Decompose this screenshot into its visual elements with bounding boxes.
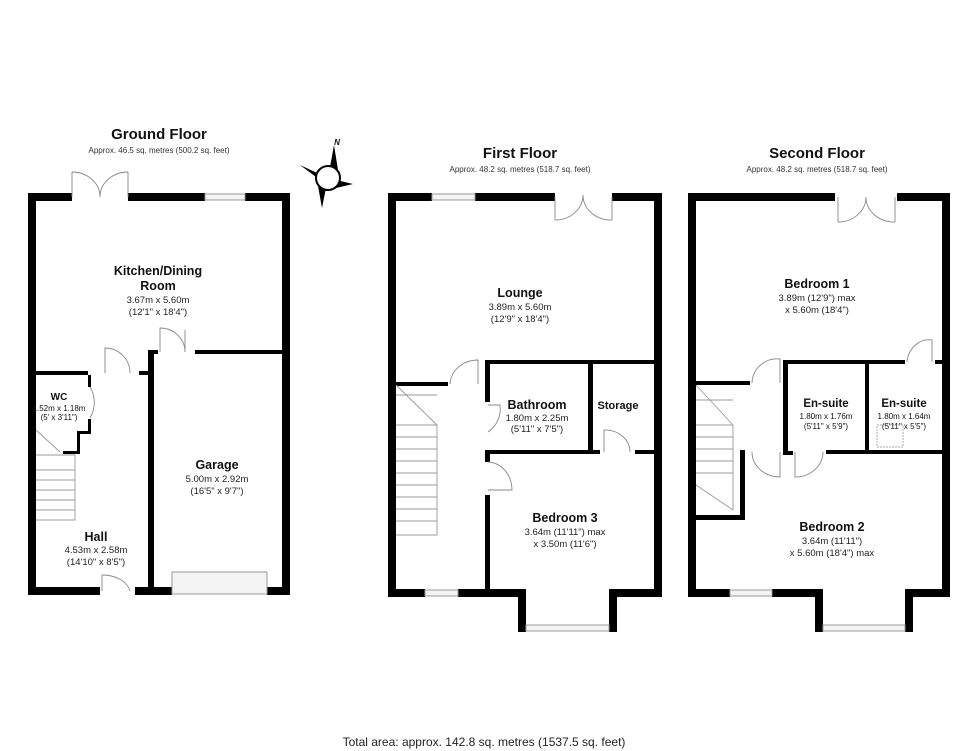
room-dimensions: (16'5" x 9'7") bbox=[190, 486, 243, 497]
room-name: Bedroom 2 bbox=[799, 520, 864, 534]
room-dimensions: (5'11" x 5'5") bbox=[882, 422, 926, 431]
compass-north-label: N bbox=[334, 138, 340, 147]
room-name: Room bbox=[140, 279, 175, 293]
room-dimensions: x 5.60m (18'4") max bbox=[790, 548, 875, 559]
front-door bbox=[101, 574, 131, 592]
room-name: Garage bbox=[195, 458, 238, 472]
garage-door bbox=[171, 571, 268, 595]
room-name: En-suite bbox=[803, 398, 848, 410]
ensuite-door bbox=[794, 451, 824, 478]
ground-floor: Ground Floor Approx. 46.5 sq. metres (50… bbox=[28, 126, 290, 595]
room-dimensions: 4.53m x 2.58m bbox=[65, 545, 128, 556]
window bbox=[729, 589, 773, 597]
room-dimensions: 3.64m (11'11") bbox=[802, 536, 862, 547]
window bbox=[431, 193, 476, 201]
room-dimensions: (5'11" x 7'5") bbox=[511, 424, 563, 435]
room-dimensions: 3.67m x 5.60m bbox=[127, 295, 190, 306]
compass: N bbox=[300, 138, 353, 208]
room-name: WC bbox=[51, 392, 68, 403]
door bbox=[159, 327, 186, 353]
window bbox=[525, 624, 610, 632]
storage-door bbox=[603, 429, 631, 453]
room-dimensions: (14'10" x 8'5") bbox=[67, 557, 125, 568]
total-area: Total area: approx. 142.8 sq. metres (15… bbox=[343, 735, 626, 749]
ground-floor-title: Ground Floor bbox=[111, 126, 207, 143]
staircase bbox=[695, 384, 734, 511]
second-floor: Second Floor Approx. 48.2 sq. metres (51… bbox=[688, 145, 950, 632]
bedroom-door bbox=[487, 461, 513, 491]
room-dimensions: 3.89m (12'9") max bbox=[779, 293, 856, 304]
room-name: Storage bbox=[598, 400, 639, 412]
first-floor-title: First Floor bbox=[483, 145, 557, 162]
door bbox=[104, 347, 131, 374]
shower-tray bbox=[876, 424, 904, 448]
first-floor: First Floor Approx. 48.2 sq. metres (518… bbox=[388, 145, 662, 632]
window bbox=[204, 193, 246, 201]
room-dimensions: 1.52m x 1.18m bbox=[33, 404, 86, 413]
room-dimensions: 1.80m x 1.76m bbox=[800, 412, 853, 421]
room-name: Bathroom bbox=[507, 398, 566, 412]
walls bbox=[688, 193, 950, 632]
ensuite-door bbox=[906, 339, 933, 363]
bedroom-door bbox=[751, 451, 781, 478]
french-doors bbox=[554, 194, 613, 221]
room-dimensions: (5' x 3'11") bbox=[41, 413, 78, 422]
room-dimensions: x 3.50m (11'6") bbox=[533, 539, 596, 550]
door bbox=[751, 358, 781, 384]
room-name: Kitchen/Dining bbox=[114, 264, 202, 278]
room-dimensions: 5.00m x 2.92m bbox=[186, 474, 249, 485]
room-name: Hall bbox=[85, 530, 108, 544]
room-name: Bedroom 3 bbox=[532, 511, 597, 525]
door bbox=[449, 359, 479, 385]
ground-floor-area: Approx. 46.5 sq. metres (500.2 sq. feet) bbox=[89, 146, 230, 155]
french-doors bbox=[71, 171, 129, 198]
room-dimensions: 1.80m x 2.25m bbox=[506, 413, 569, 424]
wc-door bbox=[89, 386, 95, 419]
french-doors bbox=[837, 196, 896, 223]
room-dimensions: (12'1" x 18'4") bbox=[129, 307, 187, 318]
room-dimensions: 3.89m x 5.60m bbox=[489, 302, 552, 313]
window bbox=[424, 589, 459, 597]
walls bbox=[28, 193, 290, 595]
room-dimensions: (5'11" x 5'9") bbox=[804, 422, 848, 431]
room-name: En-suite bbox=[881, 398, 926, 410]
window bbox=[822, 624, 906, 632]
room-dimensions: 3.64m (11'11") max bbox=[525, 527, 606, 538]
first-floor-area: Approx. 48.2 sq. metres (518.7 sq. feet) bbox=[450, 165, 591, 174]
second-floor-area: Approx. 48.2 sq. metres (518.7 sq. feet) bbox=[747, 165, 888, 174]
room-name: Bedroom 1 bbox=[784, 277, 849, 291]
second-floor-title: Second Floor bbox=[769, 145, 865, 162]
staircase bbox=[35, 429, 76, 521]
room-dimensions: x 5.60m (18'4") bbox=[785, 305, 849, 316]
bathroom-door bbox=[487, 404, 501, 433]
room-dimensions: (12'9" x 18'4") bbox=[491, 314, 549, 325]
staircase bbox=[395, 384, 438, 536]
walls bbox=[388, 193, 662, 632]
room-dimensions: 1.80m x 1.64m bbox=[878, 412, 931, 421]
room-name: Lounge bbox=[497, 286, 542, 300]
